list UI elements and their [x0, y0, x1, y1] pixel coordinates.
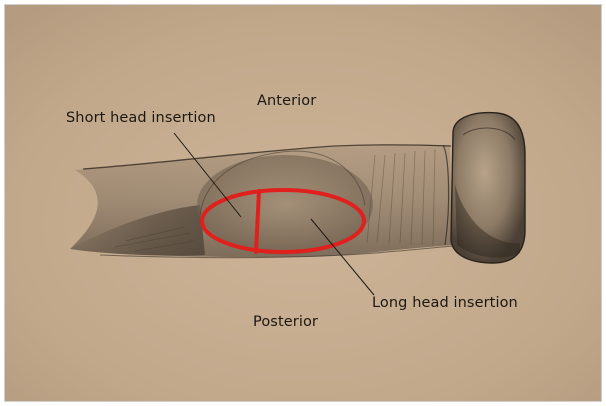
posterior-label: Posterior [253, 315, 318, 330]
short-head-insertion-label: Short head insertion [66, 111, 216, 126]
long-head-insertion-label: Long head insertion [372, 296, 518, 311]
figure-frame: Anterior Short head insertion Long head … [4, 4, 602, 402]
pencil-sketch [5, 5, 601, 401]
anterior-label: Anterior [257, 94, 316, 109]
